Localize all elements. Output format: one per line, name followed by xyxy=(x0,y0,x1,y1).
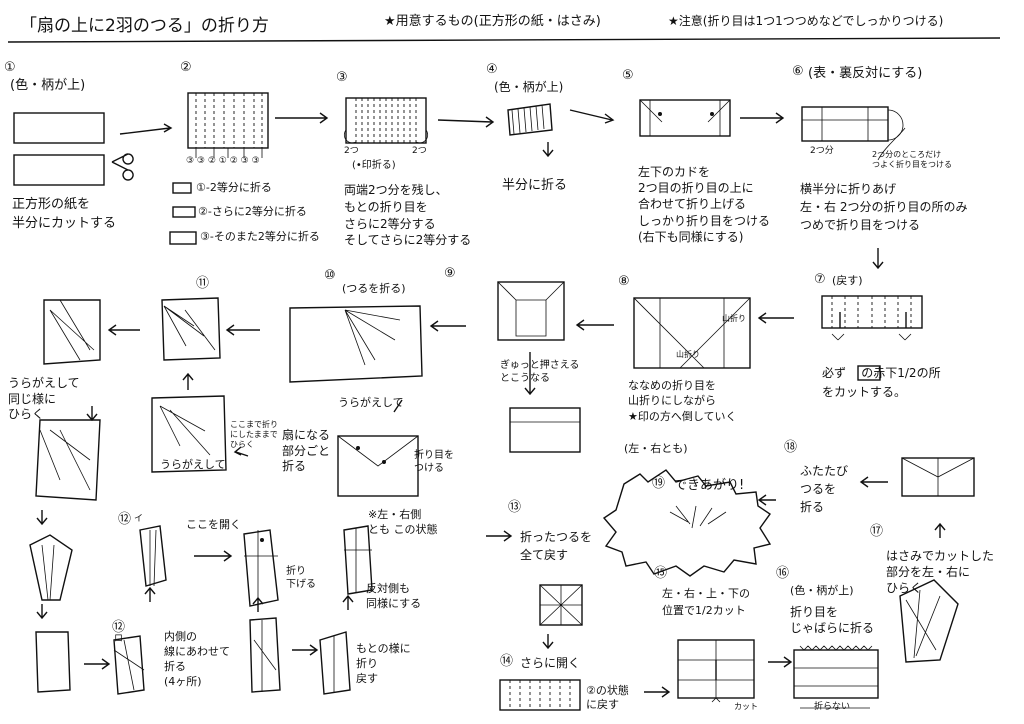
paper-rect-top xyxy=(13,112,105,144)
left-figure-1 xyxy=(43,299,101,365)
step-14-number: ⑭ xyxy=(500,654,514,669)
finished-bubble xyxy=(602,469,772,577)
step-8-fold-label-2: 山折り xyxy=(722,314,746,323)
step-19-number: ⑲ xyxy=(652,476,666,491)
step5-paper xyxy=(639,99,731,137)
step-3-caption: 両端2つ分を残し、 もとの折り目を さらに2等分する そしてさらに2等分する xyxy=(344,183,472,248)
step-8-number: ⑧ xyxy=(618,274,630,289)
step12a-figure xyxy=(139,525,167,587)
step-12b-caption: 内側の 線にあわせて 折る (4ヶ所) xyxy=(164,630,230,688)
step-15-cut: カット xyxy=(734,702,758,711)
step-16-nofold: 折らない xyxy=(814,702,851,712)
tip-note: ★注意(折り目は1つ1つつめなどでしっかりつける) xyxy=(668,14,944,28)
step-10-flip: うらがえして xyxy=(338,396,404,409)
step-9-number: ⑨ xyxy=(444,266,456,281)
step-12b-number: ⑫ xyxy=(112,620,126,635)
step-11-here: ここまで折り にしたままで ひらく xyxy=(230,420,278,449)
arrow-1-2 xyxy=(119,123,173,135)
step-15-caption: 左・右・上・下の 位置で1/2カット xyxy=(662,587,750,617)
step-12a-number: ⑫ xyxy=(118,512,132,527)
step-16-caption: 折り目を じゃばらに折る xyxy=(790,605,875,636)
step-3-mark: (•印折る) xyxy=(352,160,396,171)
step-16-note: (色・柄が上) xyxy=(790,584,854,597)
step-13-caption: 折ったつるを 全て戻す xyxy=(520,530,593,562)
step-12a-fold-down: 折り 下げる xyxy=(286,566,316,590)
step-7-caption: 必ず の赤下1/2の所 をカットする。 xyxy=(822,366,941,400)
step-3-number: ③ xyxy=(336,70,348,85)
step-1-note: (色・柄が上) xyxy=(10,78,86,93)
step-11-flip: うらがえして xyxy=(160,458,226,471)
step-1-number: ① xyxy=(4,60,16,75)
page-title: 「扇の上に2羽のつる」の折り方 xyxy=(20,16,269,36)
step-3-side-right: 2つ xyxy=(412,146,427,156)
step-10-fan: 扇になる 部分ごと 折る xyxy=(282,428,331,474)
paper-rect-bottom xyxy=(13,154,105,186)
step-13-number: ⑬ xyxy=(508,500,522,515)
step-18-number: ⑱ xyxy=(784,440,798,455)
step-18-caption: ふたたび つるを 折る xyxy=(800,464,849,514)
step-7-number: ⑦ xyxy=(814,272,826,287)
step-2-number: ② xyxy=(180,60,192,75)
step-12c-note: ※左・右側 とも この状態 xyxy=(368,508,438,536)
step-6-side-note: 2つ分のところだけ つよく折り目をつける xyxy=(872,150,952,169)
step6-paper xyxy=(801,106,889,142)
materials-note: ★用意するもの(正方形の紙・はさみ) xyxy=(384,14,601,29)
step-6-number: ⑥ xyxy=(792,64,804,79)
step17-figure xyxy=(899,579,959,663)
step-5-caption: 左下のカドを 2つ目の折り目の上に 合わせて折り上げる しっかり折り目をつける … xyxy=(638,165,771,244)
scissors-icon xyxy=(111,153,134,181)
step-12a-open: ここを開く xyxy=(186,518,241,531)
step-15-number: ⑮ xyxy=(654,566,668,581)
step-10-number: ⑩ xyxy=(324,268,336,283)
step-4-caption: 半分に折る xyxy=(502,178,568,193)
step-2-line-1: ①-2等分に折る xyxy=(196,181,272,194)
step-19-done: できあがり! xyxy=(674,478,745,493)
step-1-caption: 正方形の紙を 半分にカットする xyxy=(12,197,117,231)
step-10-note: (つるを折る) xyxy=(342,282,406,295)
step-7-note: (戻す) xyxy=(832,274,863,287)
step11-paper xyxy=(161,297,221,361)
step-4-note: (色・柄が上) xyxy=(494,80,564,94)
step-6-side: 2つ分 xyxy=(810,146,834,156)
step16-paper xyxy=(793,649,879,699)
step-17-caption: はさみでカットした 部分を左・右に ひらく xyxy=(886,549,995,596)
step-14-caption: さらに開く xyxy=(520,656,581,670)
step-9-inner: ぎゅっと押さえる とこうなる xyxy=(500,360,580,384)
step-17-number: ⑰ xyxy=(870,524,884,539)
step-6-note: (表・裏反対にする) xyxy=(808,66,923,81)
step-19-note: (左・右とも) xyxy=(624,442,688,455)
step-2-line-3: ③-そのまた2等分に折る xyxy=(200,230,320,243)
step7-paper xyxy=(821,295,923,329)
step8-paper xyxy=(633,297,751,369)
step-12b-sub: ロ xyxy=(114,634,124,644)
step-10-crease: 折り目を つける xyxy=(414,450,454,474)
step-16-number: ⑯ xyxy=(776,566,790,581)
step10-paper xyxy=(289,305,423,383)
step-14-back: ②の状態 に戻す xyxy=(586,684,629,711)
left-flip-caption: うらがえして 同じ様に ひらく xyxy=(8,376,80,422)
step-6-caption: 横半分に折りあげ 左・右 2つ分の折り目の所のみ つめで折り目をつける xyxy=(800,182,968,232)
step-3-side-left: 2つ xyxy=(344,146,359,156)
step-11-number: ⑪ xyxy=(196,276,210,291)
step-12c-back: もとの様に 折り 戻す xyxy=(356,642,411,685)
step-12a-sub: イ xyxy=(134,514,144,524)
step9-paper xyxy=(497,281,565,341)
step2-paper xyxy=(187,92,269,149)
step-4-number: ④ xyxy=(486,62,498,77)
step-2-marks: ③ ③ ② ① ② ③ ③ xyxy=(186,156,260,166)
step-12c-opposite: 反対側も 同様にする xyxy=(366,582,422,610)
step-2-line-2: ②-さらに2等分に折る xyxy=(198,205,307,218)
step-5-number: ⑤ xyxy=(622,68,634,83)
step-8-fold-label: 山折り xyxy=(676,350,700,359)
step-8-caption: ななめの折り目を 山折りにしながら ★印の方へ倒していく xyxy=(628,379,737,423)
